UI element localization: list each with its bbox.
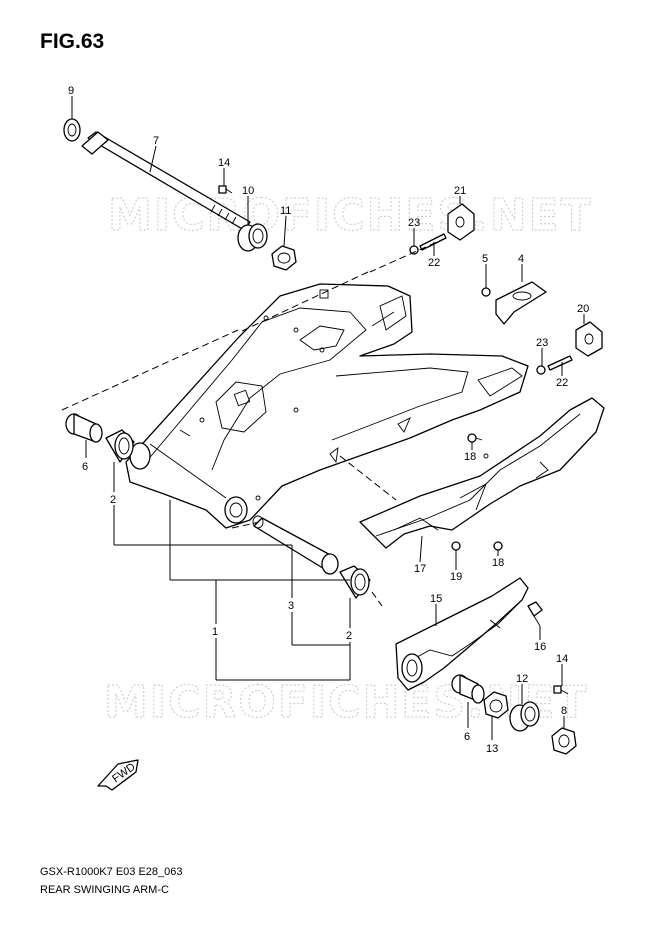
swing-arm-body — [125, 283, 529, 529]
callout-22-lower: 22 — [556, 377, 568, 389]
watermark-top: MICROFICHES.NET — [108, 190, 593, 241]
fwd-arrow-icon: FWD — [97, 759, 139, 791]
callout-19: 19 — [450, 571, 462, 583]
part-2-bearing-right — [339, 565, 371, 599]
part-8-nut — [551, 727, 577, 755]
callout-18-lower: 18 — [492, 557, 504, 569]
callout-3: 3 — [288, 600, 294, 612]
part-21-adjuster-block — [447, 203, 475, 241]
part-6-bush-left — [65, 413, 103, 443]
callout-6-left: 6 — [82, 461, 88, 473]
callout-23-lower: 23 — [536, 337, 548, 349]
part-3-sleeve — [252, 515, 339, 575]
callout-6-right: 6 — [464, 731, 470, 743]
callout-18-upper: 18 — [464, 451, 476, 463]
part-4-chain-guide-plate — [495, 281, 547, 325]
callout-15: 15 — [430, 593, 442, 605]
callout-5: 5 — [482, 253, 488, 265]
part-7-pivot-shaft — [81, 131, 251, 231]
model-code: GSX-R1000K7 E03 E28_063 — [40, 866, 183, 878]
callout-23-upper: 23 — [408, 217, 420, 229]
part-17-chain-cover — [359, 397, 605, 549]
callout-8: 8 — [561, 705, 567, 717]
part-9-seal — [63, 118, 81, 142]
callout-2-right: 2 — [346, 630, 352, 642]
part-11-lock-nut — [271, 245, 297, 271]
part-14-bolt-top — [218, 185, 233, 194]
callout-13: 13 — [486, 743, 498, 755]
callout-14-top: 14 — [218, 157, 230, 169]
part-5-bolt — [481, 287, 491, 297]
callout-17: 17 — [414, 563, 426, 575]
callout-7: 7 — [153, 135, 159, 147]
part-15-chain-guide — [395, 577, 529, 691]
callout-9: 9 — [68, 85, 74, 97]
callout-2-left: 2 — [110, 494, 116, 506]
part-20-adjuster-block — [575, 321, 603, 357]
callout-20: 20 — [577, 303, 589, 315]
diagram-caption: REAR SWINGING ARM-C — [40, 884, 169, 896]
part-13-nut — [483, 691, 509, 719]
callout-11: 11 — [280, 205, 291, 217]
callout-10: 10 — [242, 185, 254, 197]
part-23-22-lower-bolt — [536, 355, 573, 375]
callout-4: 4 — [518, 253, 524, 265]
callout-22-upper: 22 — [428, 257, 440, 269]
callout-12: 12 — [516, 673, 528, 685]
part-14-bolt-right — [553, 685, 569, 695]
part-2-bearing-left — [105, 429, 135, 463]
callout-16: 16 — [534, 641, 546, 653]
part-18-screw-upper — [467, 433, 483, 443]
part-12-adjuster — [509, 701, 540, 732]
leader-lines — [71, 96, 585, 740]
part-19-collar — [451, 541, 461, 551]
part-6-bush-right — [451, 674, 485, 704]
callout-1: 1 — [212, 626, 218, 638]
callout-14-right: 14 — [556, 653, 568, 665]
part-16-bolt — [527, 601, 543, 627]
figure-title: FIG.63 — [40, 30, 105, 53]
part-18-screw-lower — [493, 541, 503, 551]
callout-21: 21 — [454, 185, 466, 197]
part-10-adjuster-bolt — [237, 223, 268, 252]
callout-numbers: 9 7 14 10 11 21 23 22 5 4 20 23 22 6 2 1… — [68, 85, 589, 755]
